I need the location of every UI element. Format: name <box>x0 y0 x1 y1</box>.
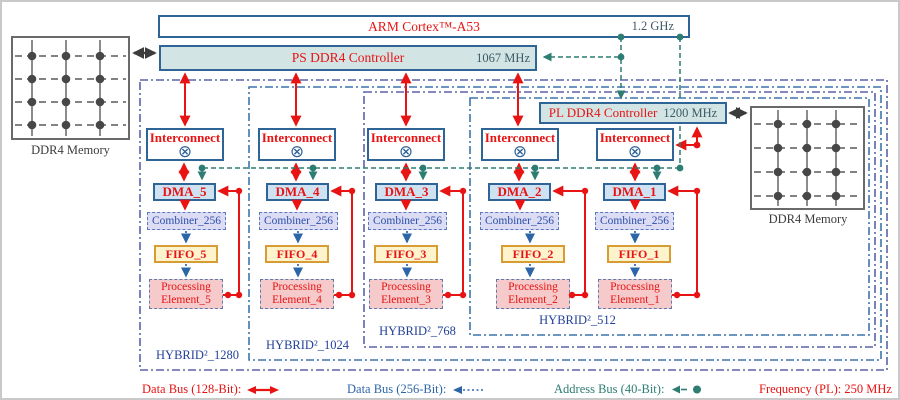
hybrid-1280-label: HYBRID²_1280 <box>156 348 239 362</box>
ps-ddr4-controller-label: PS DDR4 Controller <box>291 50 405 65</box>
legend-data-bus-128: Data Bus (128-Bit): <box>142 382 281 397</box>
ddr4-memory-left-label: DDR4 Memory <box>31 142 110 157</box>
legend-address-bus-40: Address Bus (40-Bit): <box>554 382 704 397</box>
ddr4-memory-right-label: DDR4 Memory <box>768 211 848 226</box>
dashed-dot-arrow-icon <box>672 385 702 394</box>
dma-4-box: DMA_4 <box>266 183 329 201</box>
fifo-4-box: FIFO_4 <box>265 245 329 263</box>
pe-1-line1: Processing <box>610 281 660 293</box>
dma-5-box: DMA_5 <box>153 183 216 201</box>
ps-ddr4-controller-box: PS DDR4 Controller 1067 MHz <box>159 45 537 71</box>
pl-ddr4-controller-label: PL DDR4 Controller <box>548 105 658 120</box>
legend-address-bus-40-label: Address Bus (40-Bit): <box>554 382 665 396</box>
arm-frequency-label: 1.2 GHz <box>631 19 674 33</box>
processing-element-1-box: Processing Element_1 <box>598 279 672 309</box>
dma-1-box: DMA_1 <box>603 183 666 201</box>
crossbar-switch-icon: ⊗ <box>177 141 193 161</box>
fifo-3-box: FIFO_3 <box>374 245 438 263</box>
pl-ddr4-controller-box: PL DDR4 Controller 1200 MHz <box>539 102 727 124</box>
processing-element-5-box: Processing Element_5 <box>149 279 223 309</box>
pe-1-line2: Element_1 <box>610 294 660 306</box>
legend-frequency-pl: Frequency (PL): 250 MHz <box>759 382 892 397</box>
legend-data-bus-256-label: Data Bus (256-Bit): <box>347 382 447 396</box>
legend-frequency-pl-label: Frequency (PL): 250 MHz <box>759 382 892 396</box>
interconnect-4-box: Interconnect ⊗ <box>258 128 336 161</box>
processing-element-2-box: Processing Element_2 <box>496 279 570 309</box>
interconnect-3-box: Interconnect ⊗ <box>367 128 445 161</box>
combiner-1-box: Combiner_256 <box>595 212 674 230</box>
fifo-2-box: FIFO_2 <box>501 245 565 263</box>
combiner-5-box: Combiner_256 <box>147 212 226 230</box>
pl-frequency-label: 1200 MHz <box>663 105 718 120</box>
dotted-arrow-icon <box>453 385 484 394</box>
ps-frequency-label: 1067 MHz <box>476 50 530 65</box>
pe-3-line1: Processing <box>381 281 431 293</box>
pe-4-line1: Processing <box>272 281 322 293</box>
pe-4-line2: Element_4 <box>272 294 322 306</box>
interconnect-2-box: Interconnect ⊗ <box>481 128 559 161</box>
combiner-2-box: Combiner_256 <box>480 212 559 230</box>
crossbar-switch-icon: ⊗ <box>398 141 414 161</box>
crossbar-switch-icon: ⊗ <box>627 141 643 161</box>
combiner-3-box: Combiner_256 <box>368 212 447 230</box>
pe-2-line1: Processing <box>508 281 558 293</box>
pe-3-line2: Element_3 <box>381 294 431 306</box>
interconnect-1-box: Interconnect ⊗ <box>596 128 674 161</box>
processing-element-4-box: Processing Element_4 <box>260 279 334 309</box>
double-arrow-icon <box>247 385 280 394</box>
legend-data-bus-256: Data Bus (256-Bit): <box>347 382 484 397</box>
dma-3-box: DMA_3 <box>375 183 438 201</box>
arm-cortex-box: ARM Cortex™-A53 1.2 GHz <box>158 15 690 38</box>
pe-5-line1: Processing <box>161 281 211 293</box>
interconnect-5-box: Interconnect ⊗ <box>146 128 224 161</box>
combiner-4-box: Combiner_256 <box>259 212 338 230</box>
processing-element-3-box: Processing Element_3 <box>369 279 443 309</box>
ddr4-memory-right-box <box>750 106 865 210</box>
dma-2-box: DMA_2 <box>488 183 551 201</box>
crossbar-switch-icon: ⊗ <box>289 141 305 161</box>
fifo-5-box: FIFO_5 <box>154 245 218 263</box>
hybrid-1024-label: HYBRID²_1024 <box>266 338 349 352</box>
crossbar-switch-icon: ⊗ <box>512 141 528 161</box>
ddr4-memory-left-box <box>11 36 130 140</box>
fifo-1-box: FIFO_1 <box>607 245 671 263</box>
legend-data-bus-128-label: Data Bus (128-Bit): <box>142 382 242 396</box>
pe-5-line2: Element_5 <box>161 294 211 306</box>
hybrid-512-label: HYBRID²_512 <box>539 313 616 327</box>
hybrid-768-label: HYBRID²_768 <box>379 324 456 338</box>
pe-2-line2: Element_2 <box>508 294 558 306</box>
arm-cortex-label: ARM Cortex™-A53 <box>368 18 480 34</box>
